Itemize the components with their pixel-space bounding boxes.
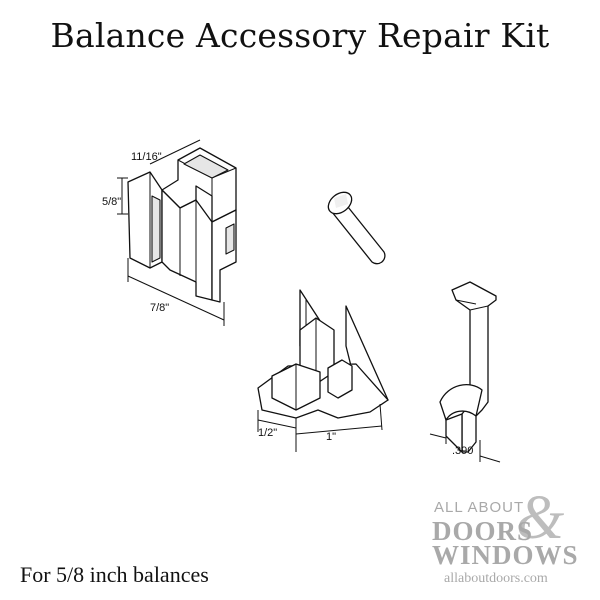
dim-shoe-height: 5/8" (102, 196, 121, 208)
pivot-pin (327, 191, 386, 265)
page-title: Balance Accessory Repair Kit (50, 16, 550, 55)
dim-cam-length: 1" (326, 431, 336, 443)
dim-clip-width: .390 (452, 445, 473, 457)
spring-clip (429, 281, 501, 463)
dim-shoe-width: 11/16" (131, 151, 162, 163)
logo-ampersand: & (516, 484, 564, 552)
caption-text: For 5/8 inch balances (20, 562, 209, 587)
dim-cam-depth: 1/2" (258, 427, 277, 439)
pivot-cam (257, 289, 389, 452)
dim-shoe-length: 7/8" (150, 302, 169, 314)
logo-url: allaboutdoors.com (444, 571, 548, 586)
balance-shoe (117, 139, 237, 326)
brand-logo: & ALL ABOUT DOORS WINDOWS allaboutdoors.… (432, 484, 579, 586)
logo-line-3: WINDOWS (432, 540, 579, 570)
logo-line-2: DOORS (432, 516, 533, 546)
logo-line-1: ALL ABOUT (434, 499, 524, 516)
